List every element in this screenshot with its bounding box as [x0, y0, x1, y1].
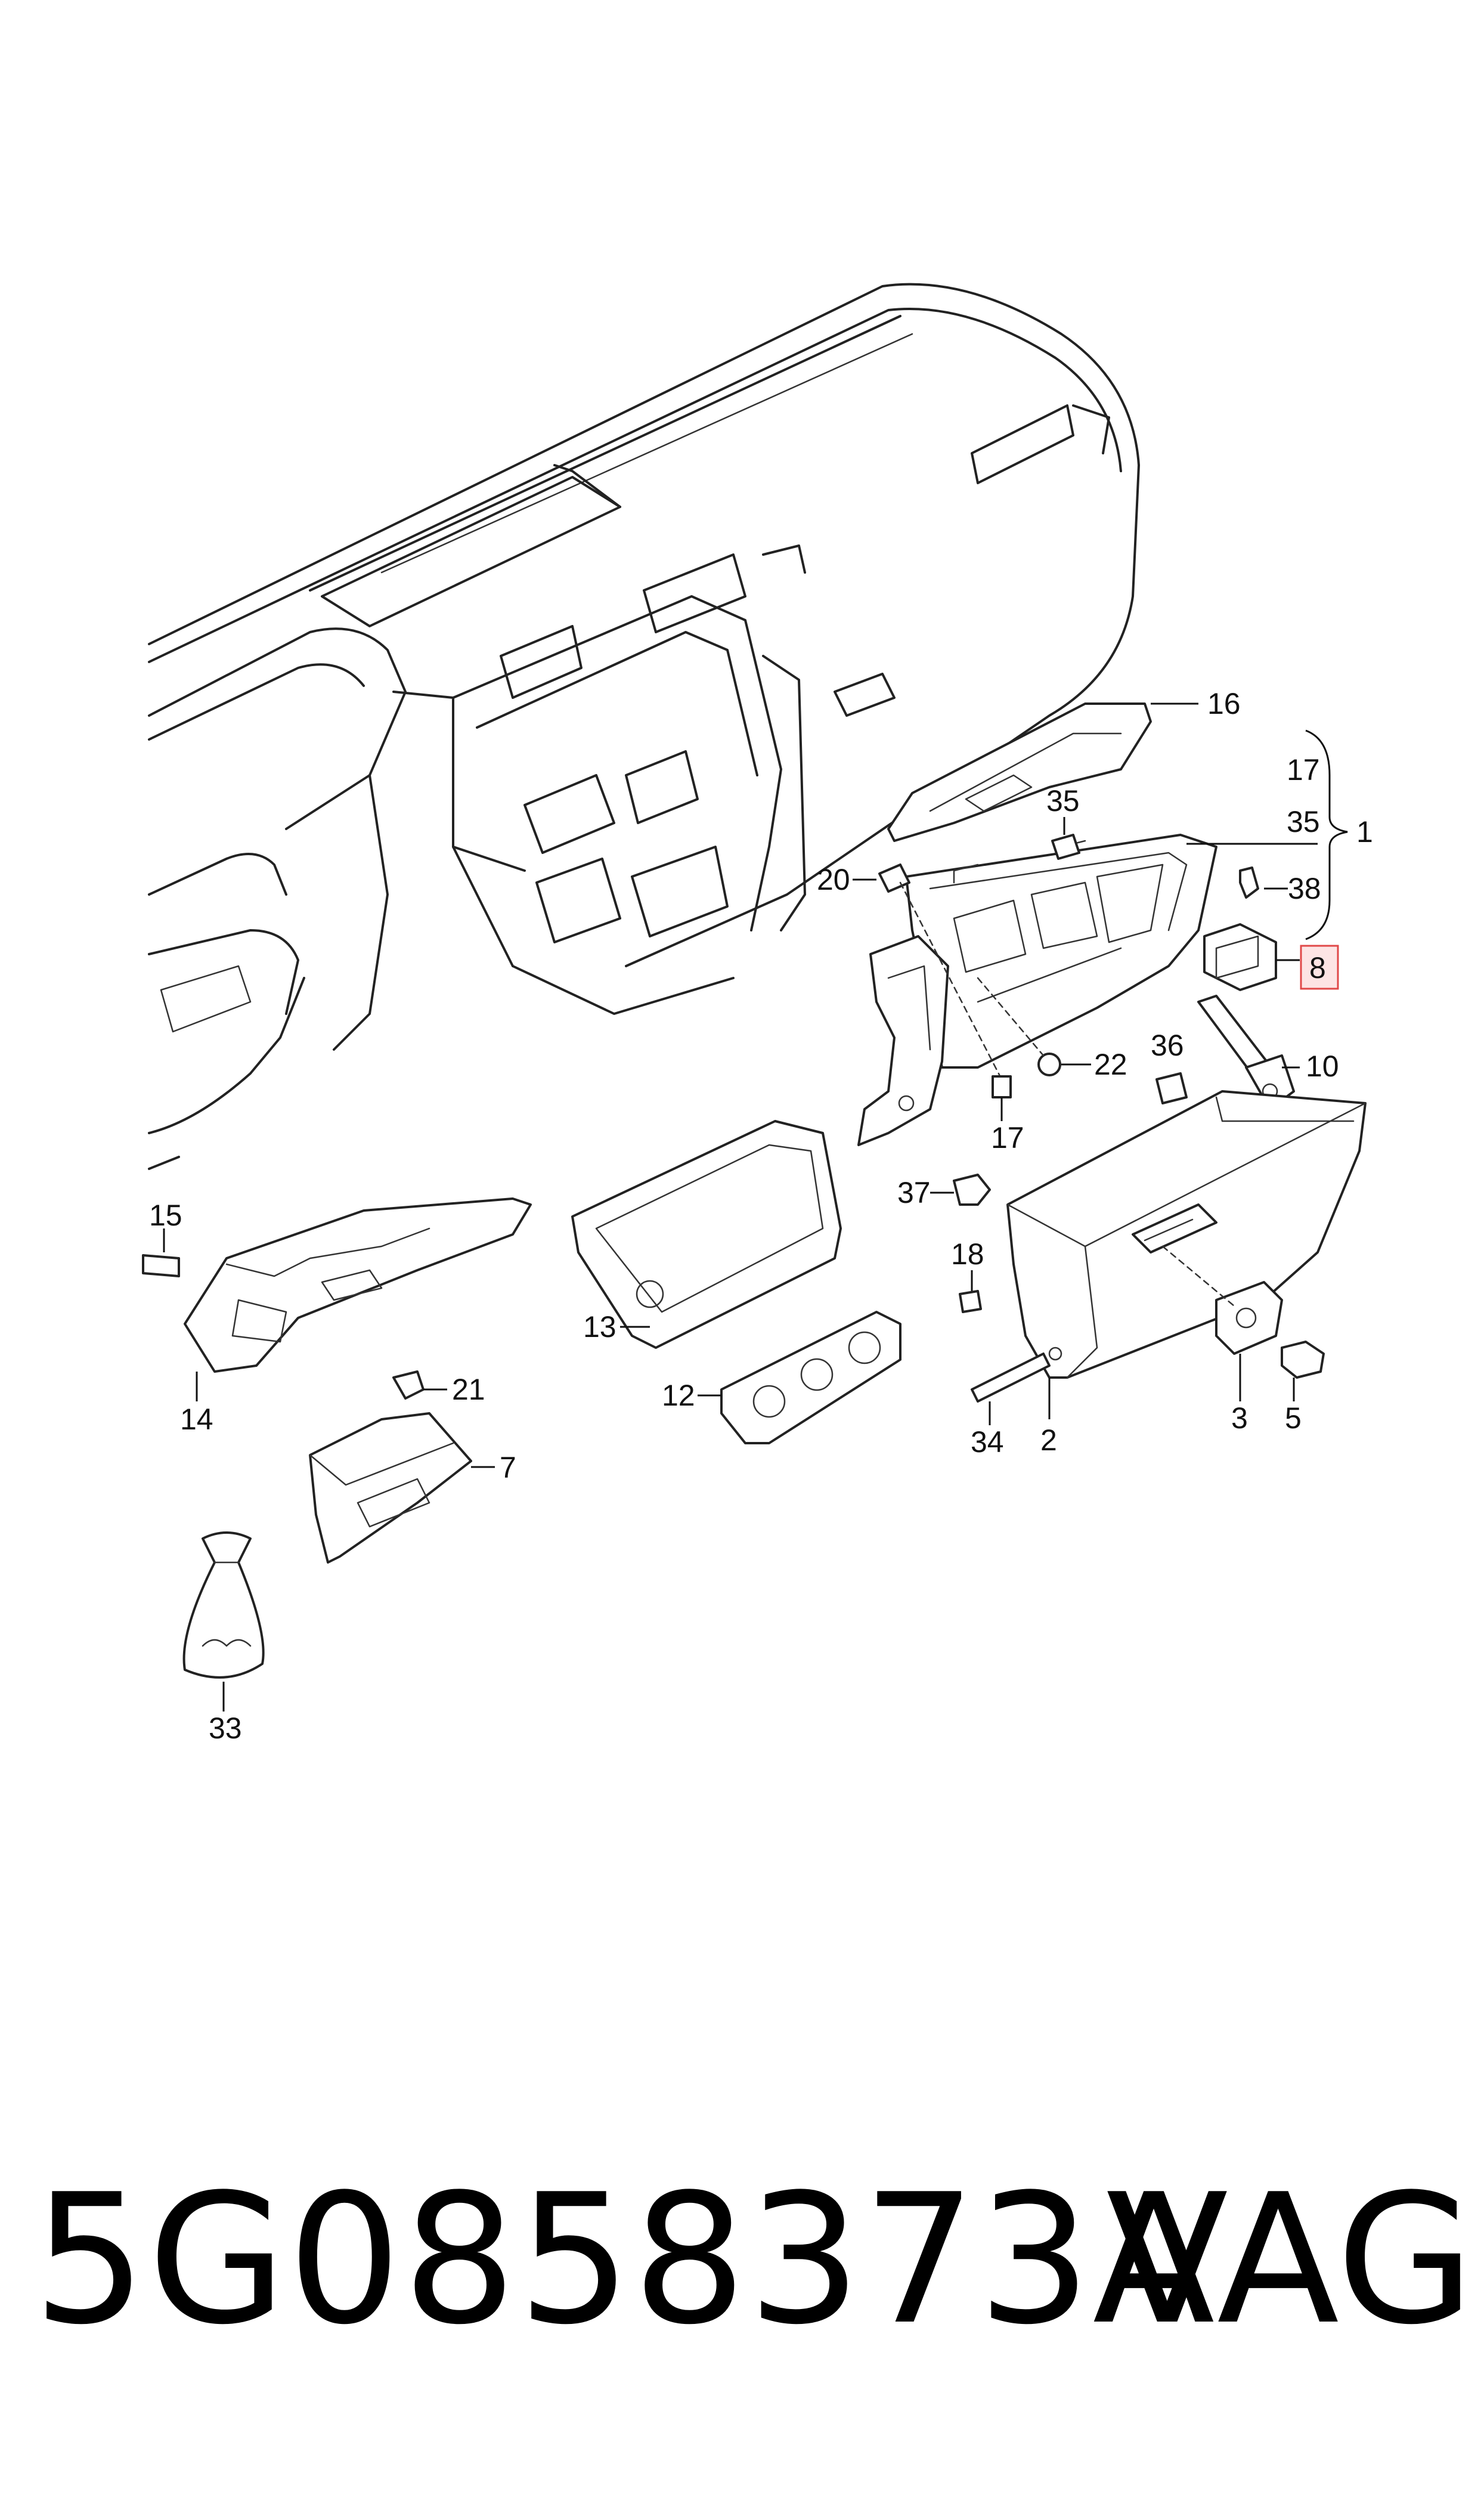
callout-18: 18 — [951, 1237, 984, 1271]
part-info-footer: 5G0858373A VAG — [0, 2123, 1484, 2457]
part-13-display-frame — [571, 1120, 842, 1349]
callout-34: 34 — [971, 1425, 1004, 1459]
part-12-climate-panel — [698, 1311, 901, 1444]
callout-8-highlight — [1300, 945, 1339, 990]
part-34-pin — [971, 1353, 1051, 1425]
part-37-bumper — [930, 1174, 991, 1206]
part-3-lock-housing — [1161, 1245, 1283, 1401]
part-15-clip — [142, 1228, 180, 1277]
callout-35: 35 — [1046, 784, 1080, 818]
exploded-parts-diagram: 16 17 35 1 35 20 38 8 36 10 22 17 37 18 … — [142, 283, 1373, 1745]
callout-37: 37 — [897, 1176, 931, 1209]
part-number: 5G0858373A — [33, 2156, 1216, 2364]
part-10-damper — [1197, 995, 1300, 1110]
callout-5: 5 — [1285, 1401, 1302, 1435]
callout-3: 3 — [1231, 1401, 1248, 1435]
callout-1: 1 — [1356, 815, 1373, 849]
callout-20: 20 — [817, 863, 850, 896]
part-33-parts-bag — [182, 1531, 265, 1711]
dashboard-panel-illustration — [148, 283, 1140, 1170]
part-17-screw — [992, 1075, 1012, 1121]
callout-7: 7 — [500, 1451, 516, 1484]
part-14-lower-trim-panel — [184, 1197, 532, 1401]
part-35-clip — [1051, 817, 1080, 860]
callout-12: 12 — [662, 1379, 695, 1412]
part-20-clip — [853, 864, 1003, 1081]
part-22-screw — [977, 977, 1091, 1076]
part-5-lock-cylinder — [1281, 1341, 1325, 1401]
part-18-screw — [959, 1270, 982, 1313]
callout-35-group: 35 — [1287, 805, 1320, 838]
callout-33: 33 — [209, 1711, 242, 1745]
brand-name: VAG — [1106, 2156, 1475, 2364]
callout-16: 16 — [1207, 687, 1241, 720]
callout-10: 10 — [1306, 1050, 1339, 1083]
callout-14: 14 — [180, 1403, 213, 1436]
part-7-storage-compartment — [309, 1412, 495, 1564]
callout-13: 13 — [583, 1310, 616, 1344]
part-36-clip — [1155, 1072, 1188, 1104]
callout-17-group: 17 — [1287, 753, 1320, 787]
part-16-upper-cover — [887, 702, 1198, 842]
part-8-switch — [1203, 923, 1300, 991]
callout-22: 22 — [1094, 1048, 1127, 1081]
callout-8: 8 — [1309, 951, 1326, 985]
part-1-glove-box-housing — [857, 834, 1217, 1146]
part-38-clip — [1239, 866, 1288, 899]
part-1-group-bracket — [1186, 729, 1348, 940]
callout-17: 17 — [991, 1121, 1024, 1155]
part-21-screw — [392, 1370, 447, 1400]
callout-21: 21 — [452, 1373, 485, 1406]
callout-labels: 16 17 35 1 35 20 38 8 36 10 22 17 37 18 … — [149, 687, 1373, 1745]
callout-2: 2 — [1040, 1423, 1057, 1457]
callout-38: 38 — [1288, 872, 1321, 905]
callout-15: 15 — [149, 1199, 182, 1232]
callout-36: 36 — [1151, 1029, 1184, 1062]
